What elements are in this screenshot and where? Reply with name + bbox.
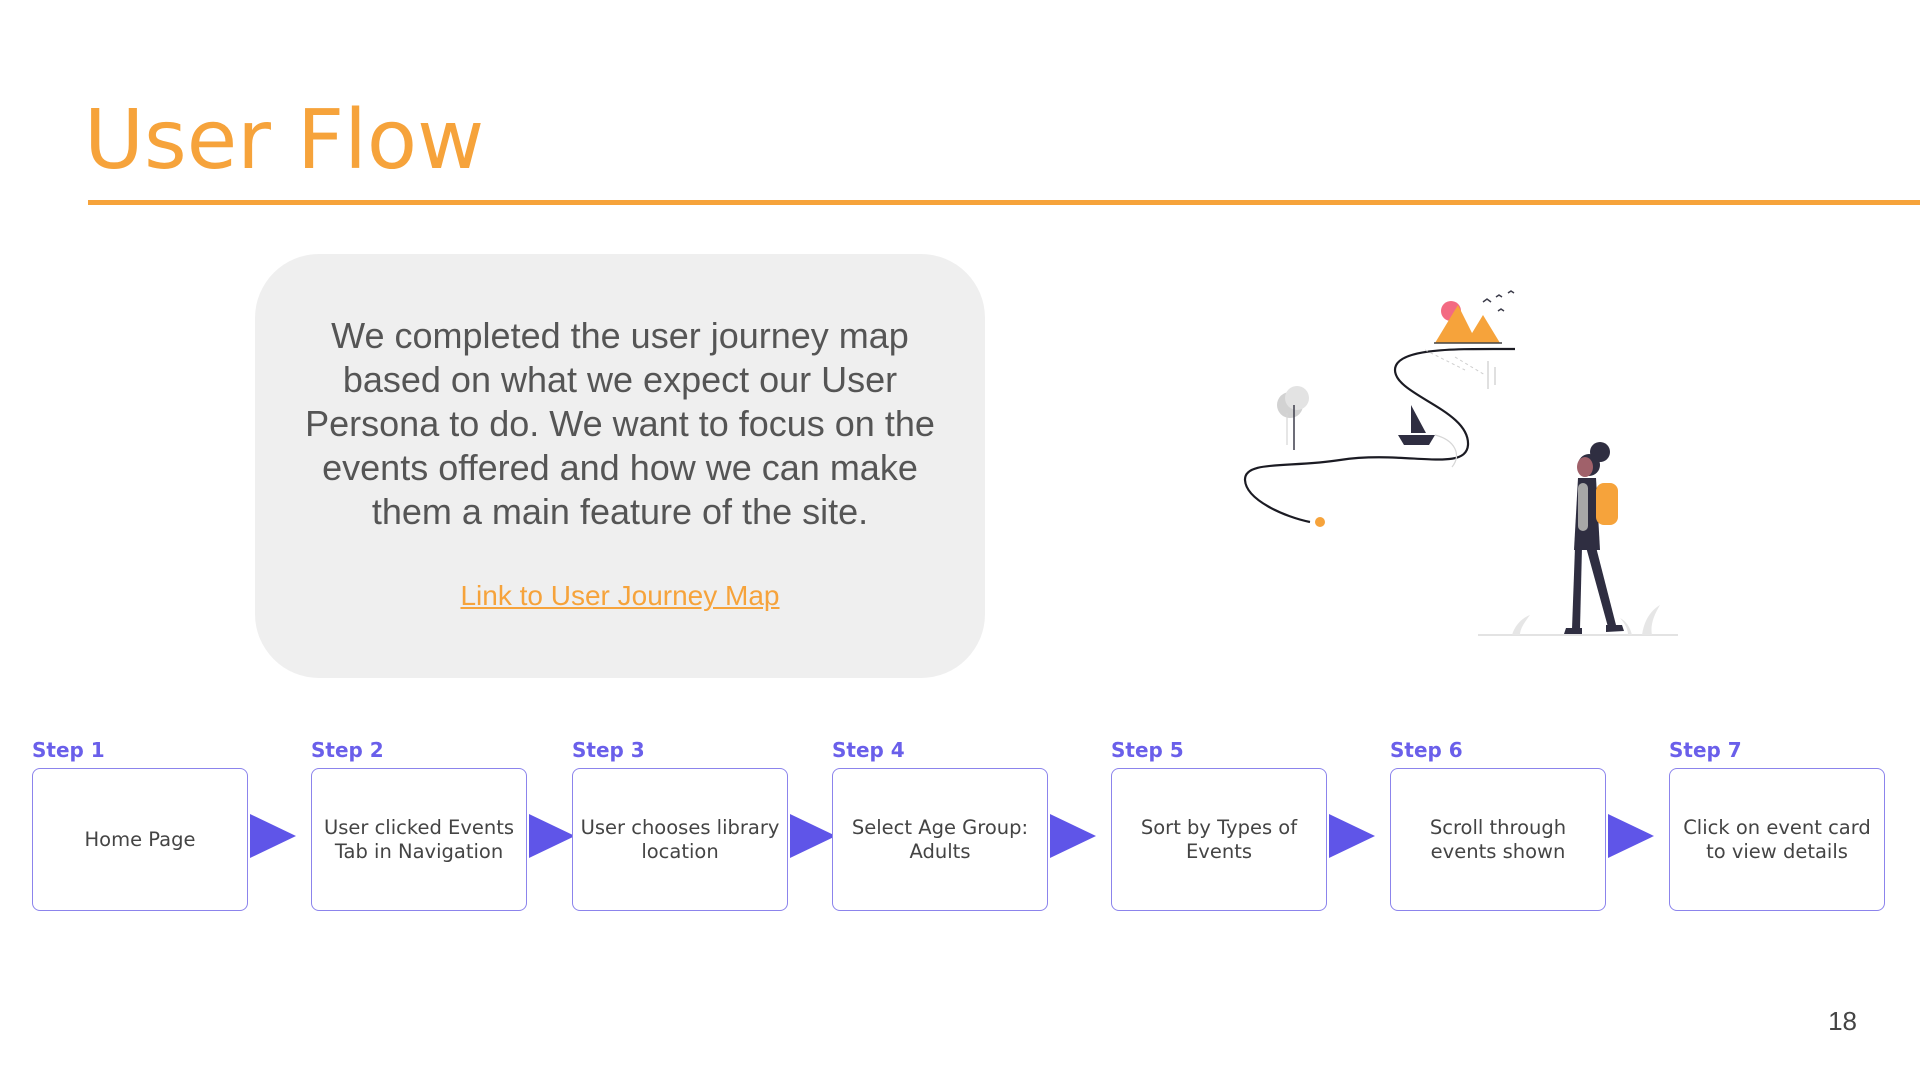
slide-title: User Flow [84, 93, 485, 188]
step-text: Click on event card to view details [1683, 815, 1871, 863]
step-label: Step 5 [1111, 738, 1184, 762]
flow-arrow [1608, 814, 1654, 858]
flow-arrow [250, 814, 296, 858]
step-label: Step 4 [832, 738, 905, 762]
info-card [255, 254, 985, 678]
info-text: We completed the user journey map based … [305, 315, 935, 532]
step-label: Step 7 [1669, 738, 1742, 762]
flow-arrow [529, 814, 575, 858]
flow-arrow [1050, 814, 1096, 858]
step-text: Scroll through events shown [1429, 815, 1567, 863]
step-box: Scroll through events shown [1390, 768, 1606, 911]
step-box: Sort by Types of Events [1111, 768, 1327, 911]
step-text: User clicked Events Tab in Navigation [323, 815, 515, 863]
step-box: Click on event card to view details [1669, 768, 1885, 911]
flow-arrow [1329, 814, 1375, 858]
step-text: Home Page [84, 827, 196, 851]
step-5: Step 5 Sort by Types of Events [1111, 738, 1329, 911]
step-box: Select Age Group: Adults [832, 768, 1048, 911]
page-number: 18 [1828, 1006, 1857, 1036]
hiker-journey-illustration [1243, 290, 1678, 636]
step-text: User chooses library location [580, 815, 780, 863]
step-label: Step 6 [1390, 738, 1463, 762]
step-1: Step 1 Home Page [32, 738, 250, 911]
flow-arrow [790, 814, 836, 858]
step-box: User chooses library location [572, 768, 788, 911]
step-4: Step 4 Select Age Group: Adults [832, 738, 1050, 911]
step-label: Step 3 [572, 738, 645, 762]
step-text: Select Age Group: Adults [851, 815, 1029, 863]
title-divider [88, 200, 1920, 205]
step-3: Step 3 User chooses library location [572, 738, 790, 911]
step-label: Step 1 [32, 738, 105, 762]
user-journey-map-link[interactable]: Link to User Journey Map [460, 580, 780, 611]
step-box: User clicked Events Tab in Navigation [311, 768, 527, 911]
step-2: Step 2 User clicked Events Tab in Naviga… [311, 738, 529, 911]
step-text: Sort by Types of Events [1140, 815, 1298, 863]
step-6: Step 6 Scroll through events shown [1390, 738, 1608, 911]
step-7: Step 7 Click on event card to view detai… [1669, 738, 1887, 911]
step-label: Step 2 [311, 738, 384, 762]
step-box: Home Page [32, 768, 248, 911]
